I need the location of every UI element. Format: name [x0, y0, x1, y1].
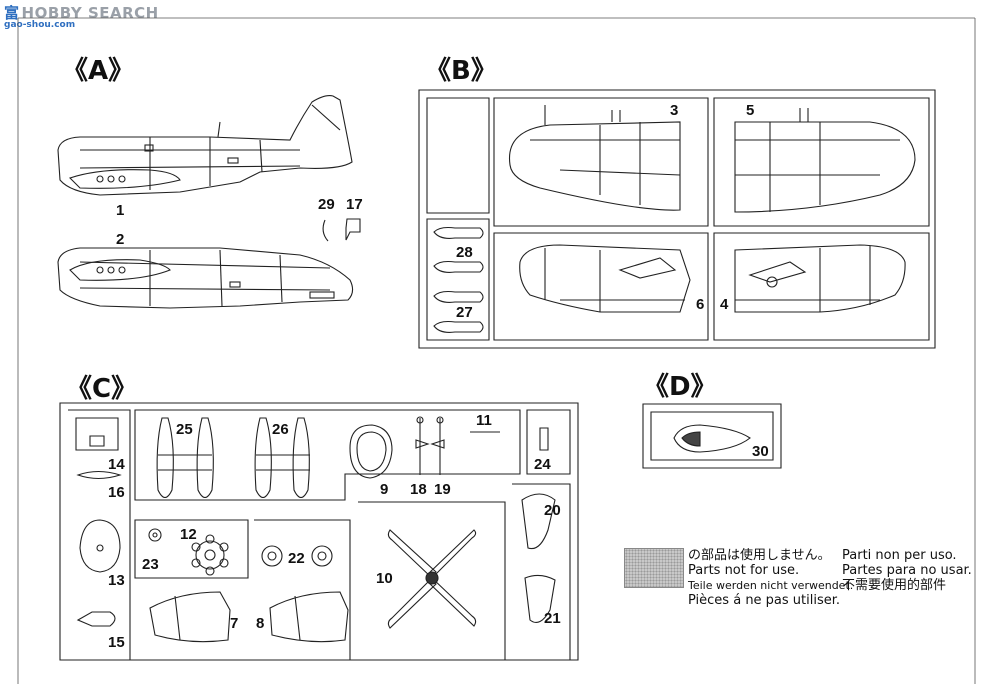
drop-tanks-27-28 [433, 226, 484, 333]
section-a-label: 《A》 [62, 56, 135, 86]
legend-es: Partes para no usar. [842, 563, 972, 578]
part-label-17: 17 [346, 196, 363, 213]
part-label-3: 3 [670, 102, 679, 119]
part-label-28: 28 [456, 244, 473, 261]
legend-fr: Pièces á ne pas utiliser. [688, 593, 841, 608]
part-label-6: 6 [696, 296, 705, 313]
part-15 [76, 611, 116, 627]
fuselage-part-2 [57, 247, 354, 309]
small-part-29 [322, 219, 329, 242]
part-13 [79, 519, 121, 573]
wing-part-4 [734, 244, 906, 313]
part-label-23: 23 [142, 556, 159, 573]
part-label-18: 18 [410, 481, 427, 498]
watermark-logo: 富 [4, 4, 20, 22]
fuselage-part-1 [57, 95, 353, 196]
part-label-22: 22 [288, 550, 305, 567]
part-label-30: 30 [752, 443, 769, 460]
parts-18-19 [415, 416, 445, 475]
section-c-label: 《C》 [66, 374, 138, 404]
sprue-frame-d [642, 403, 782, 469]
part-label-8: 8 [256, 615, 265, 632]
part-label-21: 21 [544, 610, 561, 627]
part-label-5: 5 [746, 102, 755, 119]
part-label-15: 15 [108, 634, 125, 651]
part-label-27: 27 [456, 304, 473, 321]
part-16 [76, 470, 122, 480]
part-label-16: 16 [108, 484, 125, 501]
parts-25-26 [156, 417, 310, 499]
wing-part-6 [519, 244, 691, 313]
part-24 [539, 427, 549, 451]
part-label-11: 11 [476, 412, 492, 429]
part-8 [269, 591, 349, 643]
part-7 [149, 591, 231, 643]
section-b-label: 《B》 [425, 56, 497, 86]
part-20 [521, 493, 556, 550]
legend-zh: 不需要使用的部件 [842, 578, 947, 593]
legend-en: Parts not for use. [688, 563, 800, 578]
part-label-1: 1 [116, 202, 125, 219]
part-9-ring [349, 424, 393, 479]
legend-jp: の部品は使用しません。 [688, 548, 831, 563]
part-label-24: 24 [534, 456, 551, 473]
small-part-17 [345, 218, 361, 241]
part-label-20: 20 [544, 502, 561, 519]
part-label-13: 13 [108, 572, 125, 589]
part-label-29: 29 [318, 196, 335, 213]
watermark-brand: HOBBY SEARCH [21, 4, 159, 22]
legend-column-1: の部品は使用しません。 Parts not for use. Teile wer… [688, 548, 853, 608]
part-label-25: 25 [176, 421, 193, 438]
part-label-12: 12 [180, 526, 197, 543]
part-label-9: 9 [380, 481, 389, 498]
watermark-site: gao-shou.com [4, 20, 76, 30]
part-label-10: 10 [376, 570, 393, 587]
wing-part-3 [508, 105, 681, 211]
part-12-engine [191, 534, 229, 576]
unused-parts-swatch [624, 548, 684, 588]
sprue-frame-b [418, 89, 936, 349]
part-22-wheels [261, 545, 333, 567]
part-30-canopy [673, 424, 751, 453]
part-label-4: 4 [720, 296, 729, 313]
part-label-7: 7 [230, 615, 239, 632]
legend-column-2: Parti non per uso. Partes para no usar. … [842, 548, 972, 593]
legend-de: Teile werden nicht verwendet. [688, 579, 854, 592]
section-d-label: 《D》 [643, 372, 717, 402]
wing-part-5 [734, 108, 916, 213]
sprue-frame-c [59, 402, 579, 661]
part-10-propeller [387, 529, 477, 629]
part-label-2: 2 [116, 231, 125, 248]
part-23 [148, 528, 162, 542]
part-14 [75, 417, 119, 451]
part-21 [524, 574, 556, 623]
part-label-19: 19 [434, 481, 451, 498]
legend-it: Parti non per uso. [842, 548, 957, 563]
part-label-26: 26 [272, 421, 289, 438]
part-label-14: 14 [108, 456, 125, 473]
